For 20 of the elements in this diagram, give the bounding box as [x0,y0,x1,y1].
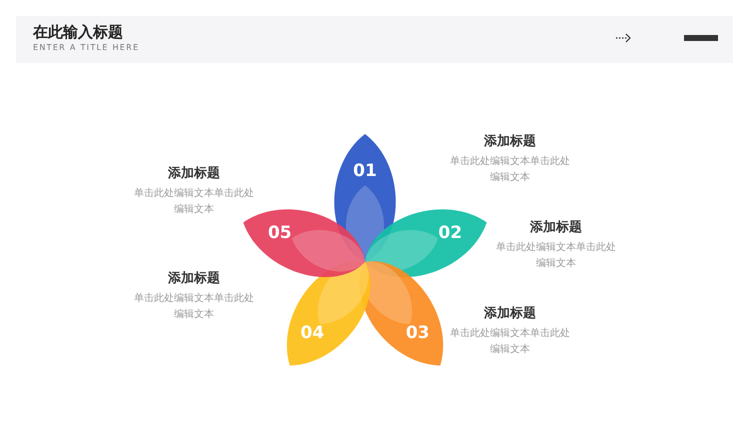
petal-number: 04 [299,323,326,344]
item-description: 单击此处编辑文本单击此处编辑文本 [133,292,255,322]
petal-number: 01 [352,161,378,182]
item-heading: 添加标题 [167,270,221,287]
petal [365,209,487,278]
item-description: 单击此处编辑文本单击此处编辑文本 [133,186,255,217]
item-heading: 添加标题 [483,133,537,150]
slide-title: 在此输入标题 [33,23,123,42]
petal [286,261,371,366]
petal-number: 02 [437,223,464,244]
petal [243,209,365,278]
item-description: 单击此处编辑文本单击此处编辑文本 [495,240,617,271]
item-heading: 添加标题 [483,305,537,322]
item-description: 单击此处编辑文本单击此处编辑文本 [449,326,571,357]
item-description: 单击此处编辑文本单击此处编辑文本 [449,154,571,185]
item-heading: 添加标题 [167,165,221,182]
subtitle: ENTER A TITLE HERE [33,43,140,52]
petal-number: 03 [404,323,430,344]
petal-number: 05 [266,223,293,244]
item-heading: 添加标题 [529,219,583,236]
